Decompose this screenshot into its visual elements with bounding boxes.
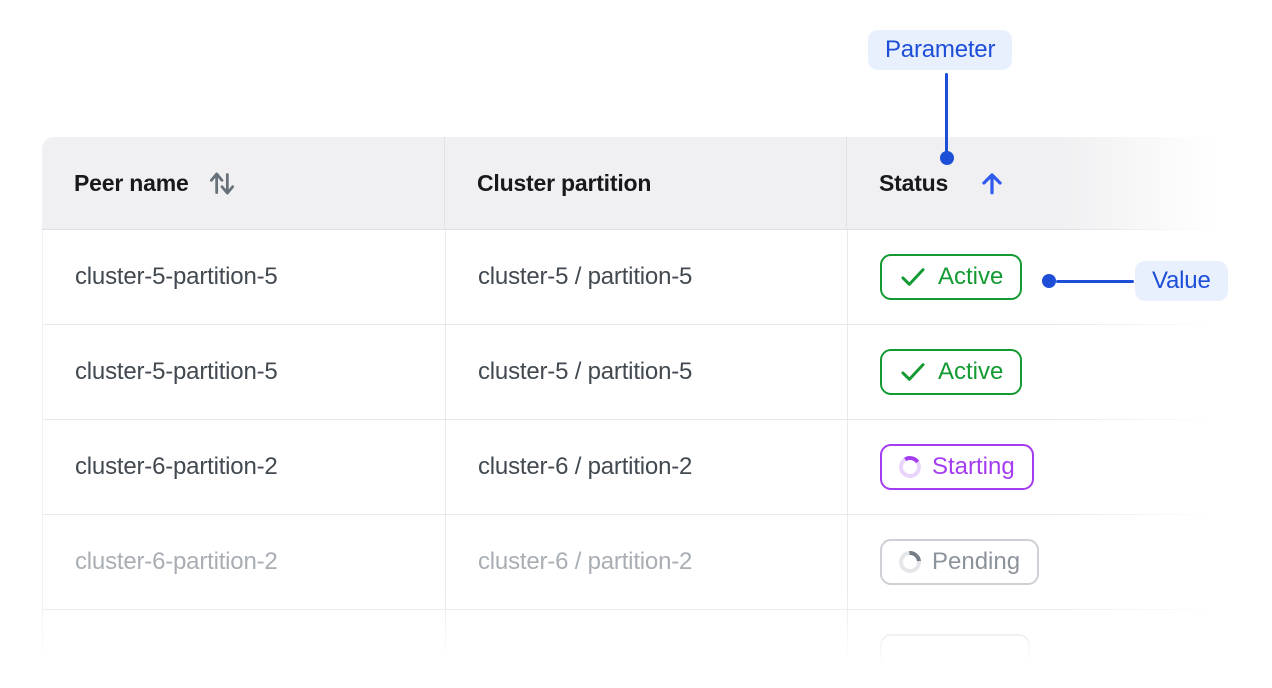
peer-name-text: cluster-6-partition-2 [75,548,278,575]
cell-cluster-partition: cluster-5 / partition-5 [446,230,848,324]
cluster-partition-text: cluster-6 / partition-2 [478,548,693,575]
cell-peer-name: cluster-6-partition-2 [43,515,446,609]
sort-ascending-icon[interactable] [978,169,1006,197]
sort-both-icon[interactable] [207,167,237,199]
status-badge-label: Active [938,263,1004,290]
table-row: cluster-6-partition-2 cluster-6 / partit… [43,515,1214,610]
table-body: cluster-5-partition-5 cluster-5 / partit… [42,230,1214,688]
status-badge-label: Starting [932,453,1015,480]
status-badge-label: Active [938,358,1004,385]
cluster-partition-text: cluster-5 / partition-5 [478,263,693,290]
cell-status: Active [848,325,1214,419]
table-row: cluster-5-partition-5 cluster-5 / partit… [43,230,1214,325]
table-header-row: Peer name Cluster partition Status [42,137,1214,230]
table-row: cluster-6-partition-2 cluster-6 / partit… [43,420,1214,515]
cell-status: Starting [848,420,1214,514]
cell-cluster-partition: cluster-6 / partition-2 [446,420,848,514]
cell-peer-name [43,610,446,688]
column-header-cluster-partition[interactable]: Cluster partition [445,137,847,229]
spinner-icon [894,546,926,578]
check-icon [901,363,925,381]
column-header-label: Cluster partition [477,169,652,196]
peer-name-text: cluster-5-partition-5 [75,358,278,385]
table-row: cluster-5-partition-5 cluster-5 / partit… [43,325,1214,420]
column-header-peer-name[interactable]: Peer name [42,137,445,229]
cell-cluster-partition [446,610,848,688]
column-header-label: Status [879,169,949,196]
status-badge: Active [880,349,1023,395]
cluster-partition-text: cluster-6 / partition-2 [478,453,693,480]
cell-peer-name: cluster-5-partition-5 [43,230,446,324]
check-icon [901,268,925,286]
peers-table: Peer name Cluster partition Status clust… [42,137,1214,688]
cell-status [848,610,1214,688]
table-row [43,610,1214,688]
column-header-label: Peer name [74,169,189,196]
peer-name-text: cluster-5-partition-5 [75,263,278,290]
peer-name-text: cluster-6-partition-2 [75,453,278,480]
status-badge-label: Pending [932,548,1021,575]
spinner-icon [896,453,924,481]
cell-peer-name: cluster-6-partition-2 [43,420,446,514]
cell-status: Pending [848,515,1214,609]
status-badge: Starting [880,444,1034,490]
cell-cluster-partition: cluster-5 / partition-5 [446,325,848,419]
column-header-status[interactable]: Status [847,137,1214,229]
cell-cluster-partition: cluster-6 / partition-2 [446,515,848,609]
status-badge [880,634,1030,680]
cell-status: Active [848,230,1214,324]
cell-peer-name: cluster-5-partition-5 [43,325,446,419]
status-badge: Active [880,254,1023,300]
cluster-partition-text: cluster-5 / partition-5 [478,358,693,385]
status-badge: Pending [880,539,1040,585]
parameter-callout-label: Parameter [868,30,1013,70]
